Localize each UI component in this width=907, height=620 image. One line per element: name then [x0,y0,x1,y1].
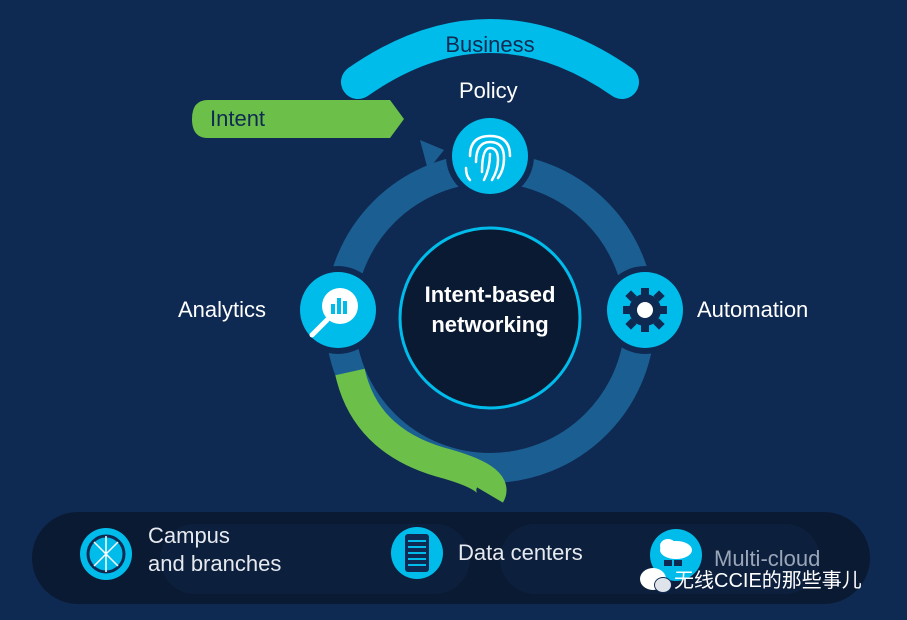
automation-label: Automation [697,297,809,322]
center-circle [398,226,582,410]
gear-icon [623,288,667,332]
cloud-icon [650,529,702,581]
fingerprint-icon [464,134,512,182]
analytics-chart-icon [309,288,358,338]
business-label: Business [445,32,534,57]
server-icon [391,527,443,579]
watermark: 无线CCIE的那些事儿 [640,564,862,593]
globe-icon [80,528,132,580]
campus-label: Campus and branches [148,522,281,578]
intent-arrow [192,100,404,138]
policy-label: Policy [459,78,518,103]
campus-label-line1: Campus [148,523,230,548]
center-title-line1: Intent-based [424,282,556,307]
center-title: Intent-based networking [400,280,580,340]
campus-label-line2: and branches [148,551,282,576]
green-cycle-arc [335,368,507,503]
center-title-line2: networking [431,312,549,337]
watermark-text: 无线CCIE的那些事儿 [674,570,862,592]
wechat-icon [640,567,672,593]
datacenters-label: Data centers [458,540,583,565]
intent-label: Intent [210,106,265,131]
business-arc [341,19,639,99]
ring-arrowhead [420,140,444,170]
multicloud-label: Multi-cloud [714,546,821,571]
analytics-label: Analytics [178,297,267,322]
